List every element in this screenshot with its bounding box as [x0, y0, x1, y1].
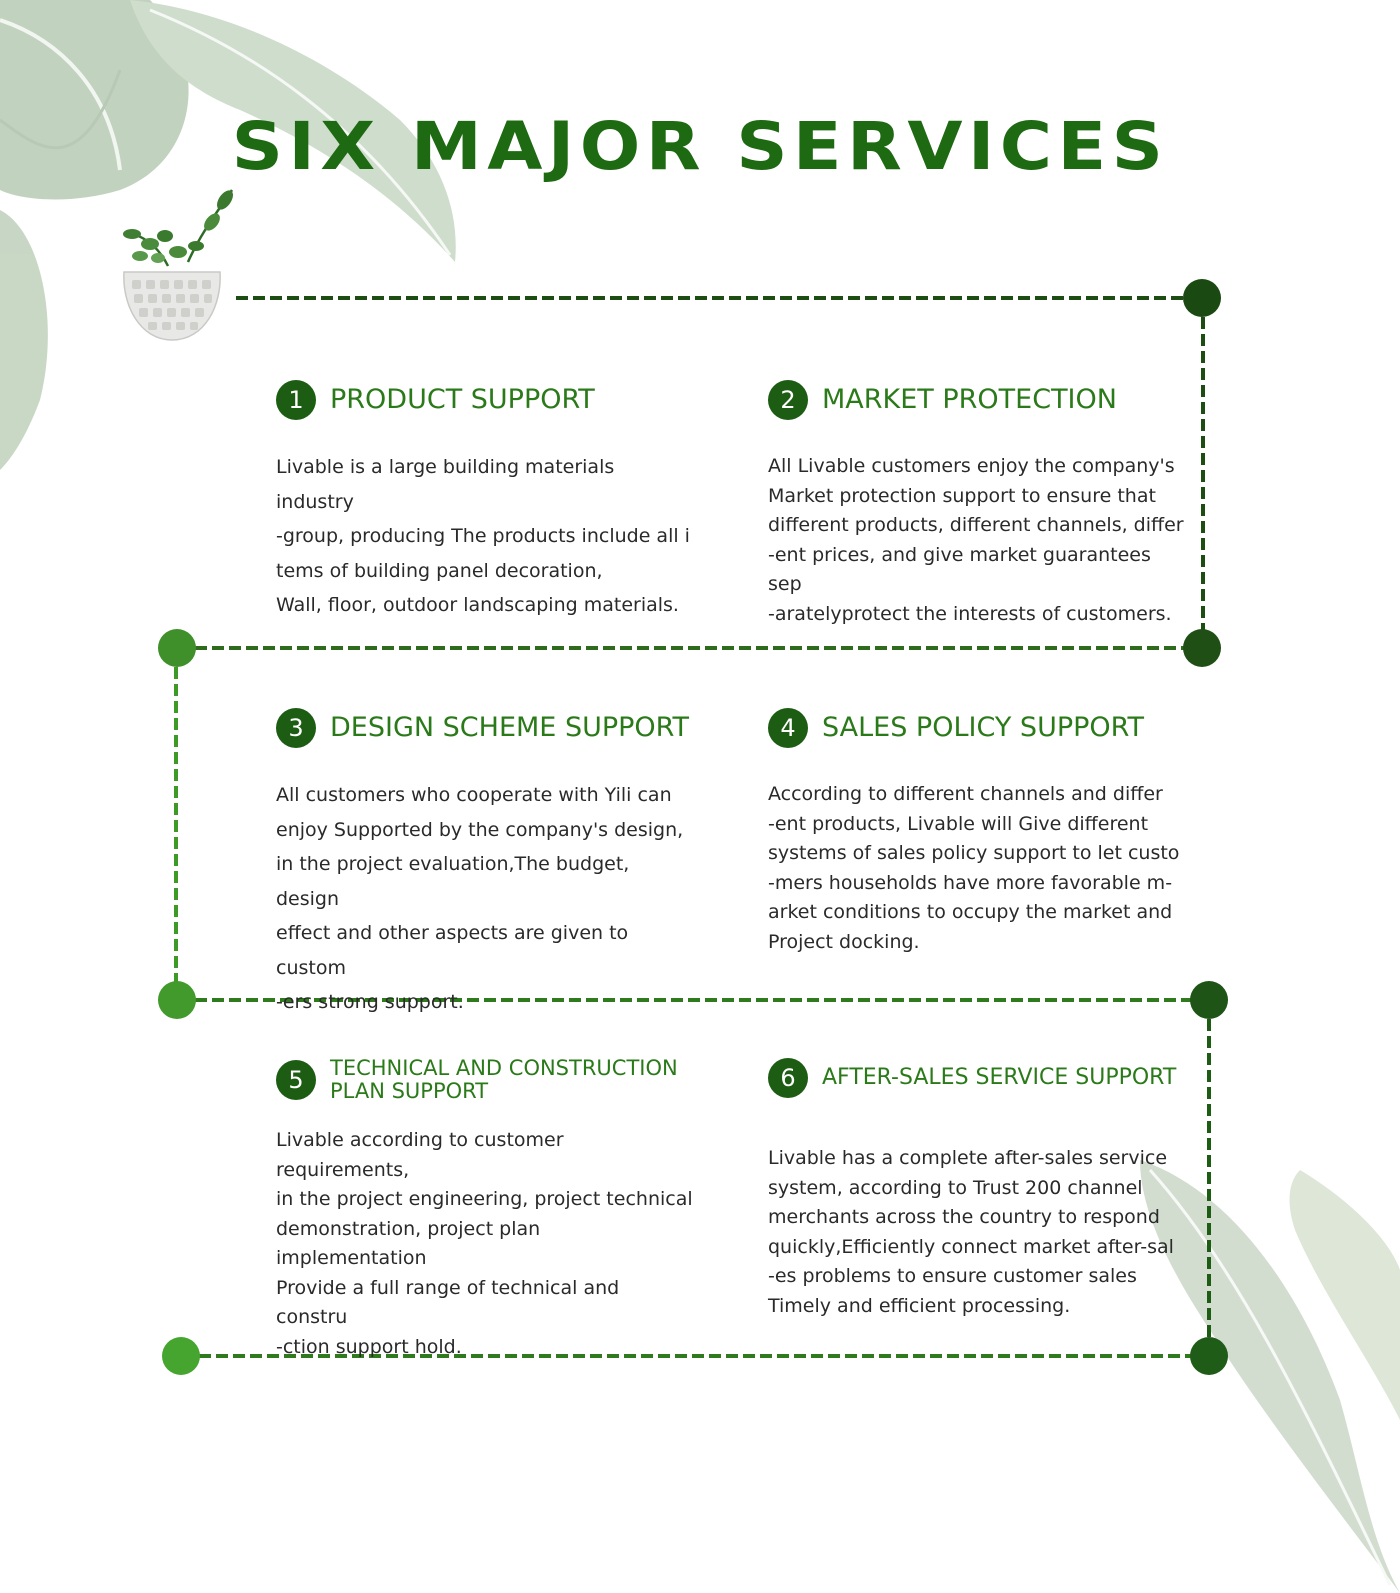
banana-leaf-bottom-right [1140, 1160, 1400, 1593]
connector-node [1190, 1337, 1228, 1375]
connector-node [162, 1337, 200, 1375]
page-title: SIX MAJOR SERVICES [231, 108, 1169, 185]
service-title: PRODUCT SUPPORT [330, 384, 595, 416]
service-block-1: 1 PRODUCT SUPPORT Livable is a large bui… [276, 380, 696, 623]
service-description: Livable is a large building materials in… [276, 456, 690, 616]
service-number-badge: 2 [768, 380, 808, 420]
potted-plant-icon [123, 189, 234, 341]
service-header: 3 DESIGN SCHEME SUPPORT [276, 708, 696, 748]
service-description: Livable has a complete after-sales servi… [768, 1147, 1174, 1317]
service-header: 4 SALES POLICY SUPPORT [768, 708, 1188, 748]
service-number-badge: 3 [276, 708, 316, 748]
service-number-badge: 5 [276, 1059, 316, 1100]
service-block-5: 5 TECHNICAL AND CONSTRUCTION PLAN SUPPOR… [276, 1057, 696, 1362]
service-header: 5 TECHNICAL AND CONSTRUCTION PLAN SUPPOR… [276, 1057, 696, 1102]
service-block-6: 6 AFTER-SALES SERVICE SUPPORT Livable ha… [768, 1058, 1188, 1321]
connector-node [1190, 981, 1228, 1019]
service-description: According to different channels and diff… [768, 783, 1180, 953]
service-header: 2 MARKET PROTECTION [768, 380, 1188, 420]
service-title: AFTER-SALES SERVICE SUPPORT [822, 1065, 1177, 1091]
service-description: All customers who cooperate with Yili ca… [276, 784, 684, 1013]
service-title: TECHNICAL AND CONSTRUCTION PLAN SUPPORT [330, 1056, 678, 1103]
service-header: 1 PRODUCT SUPPORT [276, 380, 696, 420]
service-description: Livable according to customer requiremen… [276, 1129, 693, 1358]
service-title: MARKET PROTECTION [822, 384, 1117, 416]
service-description: All Livable customers enjoy the company'… [768, 455, 1184, 625]
service-number-badge: 6 [768, 1058, 808, 1098]
service-number-badge: 4 [768, 708, 808, 748]
service-header: 6 AFTER-SALES SERVICE SUPPORT [768, 1058, 1188, 1098]
service-title: SALES POLICY SUPPORT [822, 712, 1144, 744]
service-title: DESIGN SCHEME SUPPORT [330, 712, 689, 744]
connector-node [158, 981, 196, 1019]
service-number-badge: 1 [276, 380, 316, 420]
service-block-3: 3 DESIGN SCHEME SUPPORT All customers wh… [276, 708, 696, 1020]
service-block-2: 2 MARKET PROTECTION All Livable customer… [768, 380, 1188, 629]
connector-node [1183, 629, 1221, 667]
service-block-4: 4 SALES POLICY SUPPORT According to diff… [768, 708, 1188, 957]
connector-node [158, 629, 196, 667]
connector-node [1183, 279, 1221, 317]
monstera-leaf-top-left [0, 0, 456, 470]
